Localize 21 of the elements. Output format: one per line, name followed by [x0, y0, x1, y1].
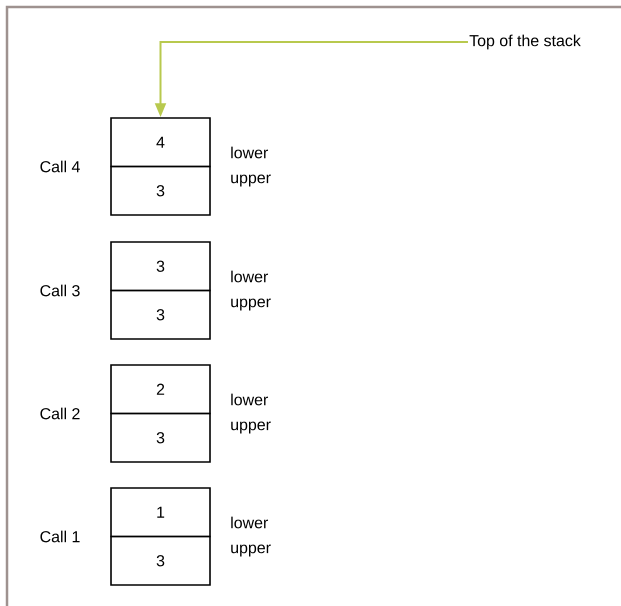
variable-name: lower	[231, 394, 268, 406]
call-label: Call 4	[40, 160, 80, 172]
variable-name: lower	[231, 516, 268, 528]
stack-cell: 3	[110, 412, 211, 463]
variable-name: lower	[231, 146, 268, 158]
stack-cell: 3	[110, 241, 211, 292]
callout-text: Top of the stack	[470, 34, 581, 50]
variable-name: upper	[231, 422, 271, 434]
call-label: Call 1	[40, 530, 80, 542]
call-label: Call 2	[40, 408, 80, 420]
variable-name: lower	[231, 270, 268, 282]
stack-cell: 3	[110, 290, 211, 340]
variable-name: upper	[231, 544, 271, 556]
stack-cell: 4	[110, 117, 211, 168]
variable-name: upper	[231, 298, 271, 310]
call-label: Call 3	[40, 284, 80, 296]
variable-name: upper	[231, 174, 271, 186]
stack-cell: 3	[110, 536, 211, 586]
stack-cell: 1	[110, 487, 211, 538]
stack-cell: 2	[110, 364, 211, 414]
stack-cell: 3	[110, 166, 211, 216]
